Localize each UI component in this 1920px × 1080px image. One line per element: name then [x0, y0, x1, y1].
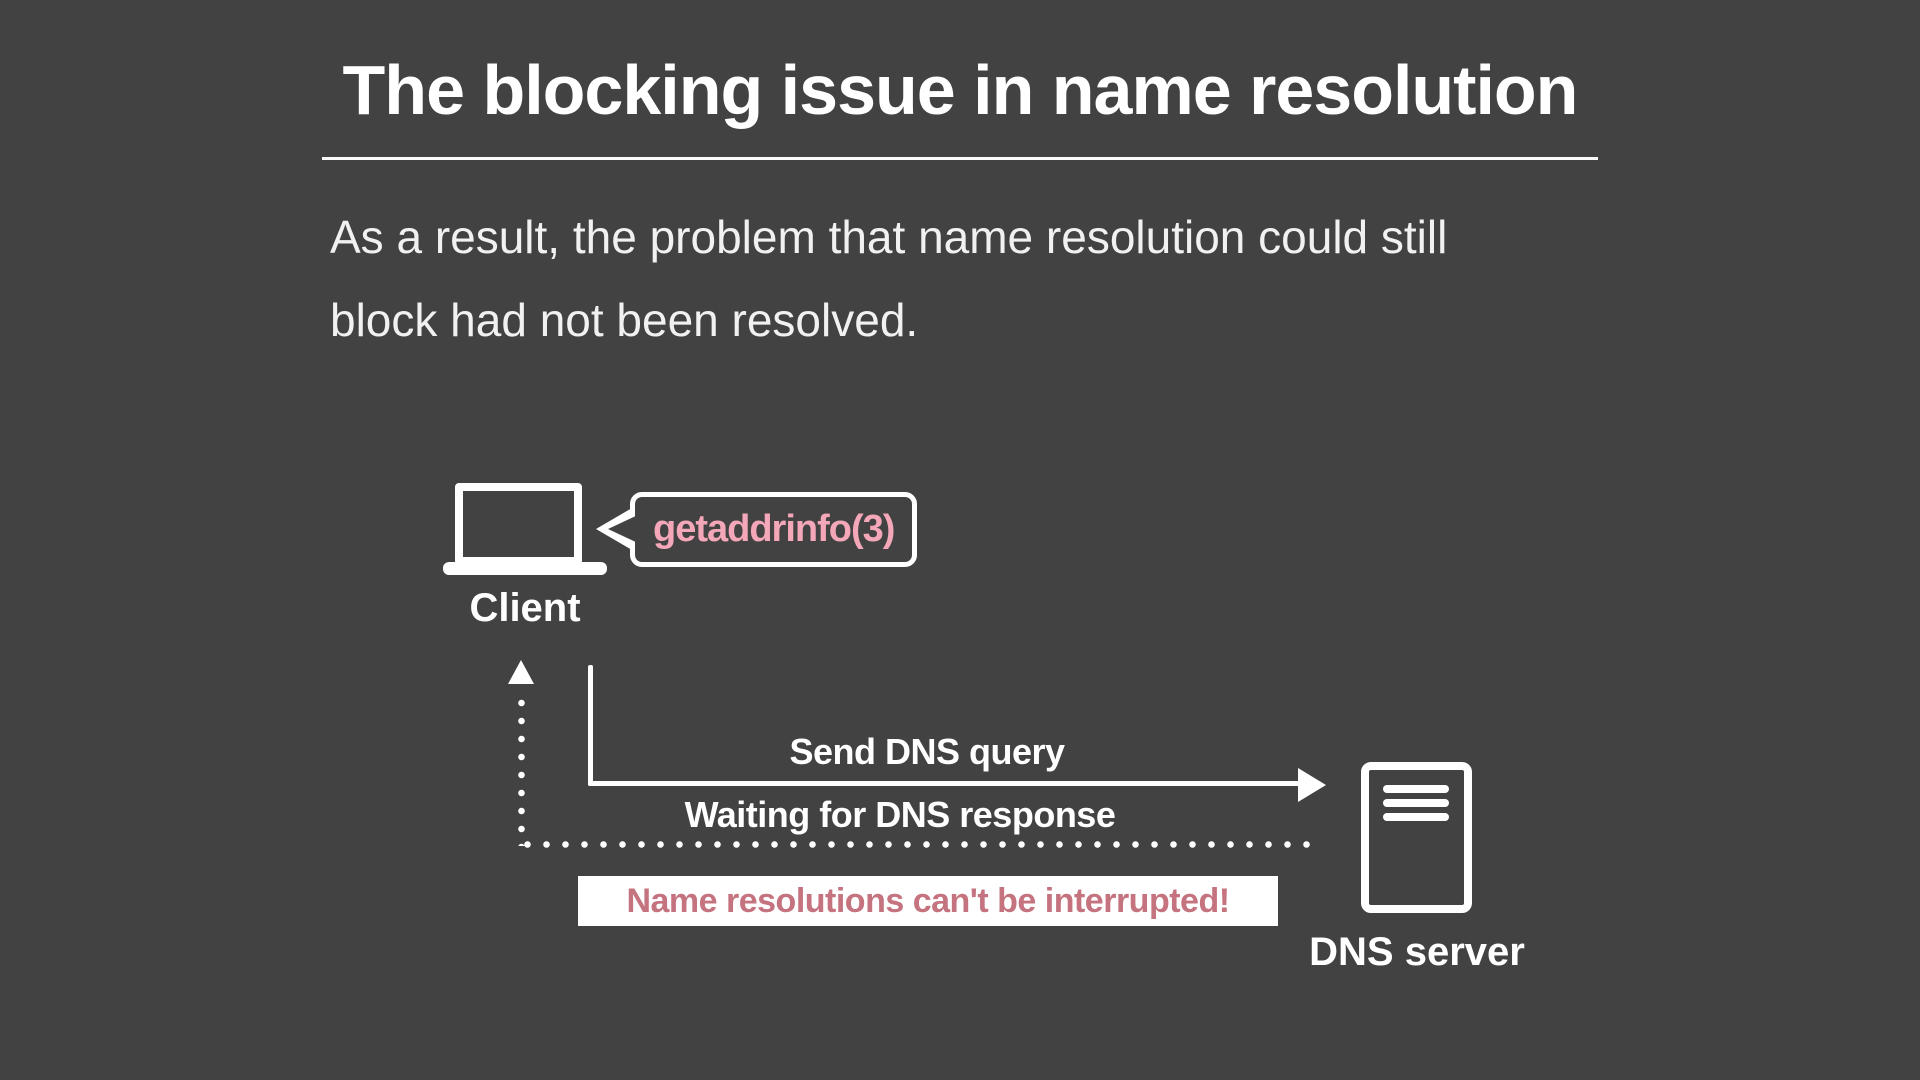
dns-server-label: DNS server — [1309, 930, 1525, 974]
server-icon — [1361, 762, 1472, 913]
body-line-2: block had not been resolved. — [330, 294, 919, 346]
interrupt-warning-text: Name resolutions can't be interrupted! — [626, 881, 1230, 920]
laptop-base-icon — [443, 562, 607, 575]
server-slot-icon — [1383, 785, 1449, 793]
server-slot-icon — [1383, 813, 1449, 821]
right-arrowhead-icon — [1298, 768, 1326, 802]
laptop-icon — [455, 483, 582, 565]
dotted-vertical-line-icon — [518, 694, 525, 846]
send-dns-query-label: Send DNS query — [789, 731, 1065, 772]
interrupt-warning-badge: Name resolutions can't be interrupted! — [578, 876, 1278, 926]
body-line-1: As a result, the problem that name resol… — [330, 211, 1448, 263]
up-arrowhead-icon — [508, 660, 534, 684]
server-slot-icon — [1383, 799, 1449, 807]
bubble-text: getaddrinfo(3) — [653, 508, 895, 550]
speech-bubble-icon: getaddrinfo(3) — [630, 492, 918, 567]
query-arrow-vertical-icon — [588, 665, 593, 786]
page-title: The blocking issue in name resolution — [342, 51, 1579, 129]
body-paragraph: As a result, the problem that name resol… — [330, 196, 1447, 362]
title-underline — [322, 157, 1598, 160]
waiting-dns-response-label: Waiting for DNS response — [684, 794, 1116, 835]
speech-bubble-tail-inner — [608, 515, 638, 543]
query-arrow-horizontal-icon — [588, 781, 1300, 786]
client-label: Client — [469, 586, 581, 630]
dotted-horizontal-line-icon — [518, 841, 1318, 848]
